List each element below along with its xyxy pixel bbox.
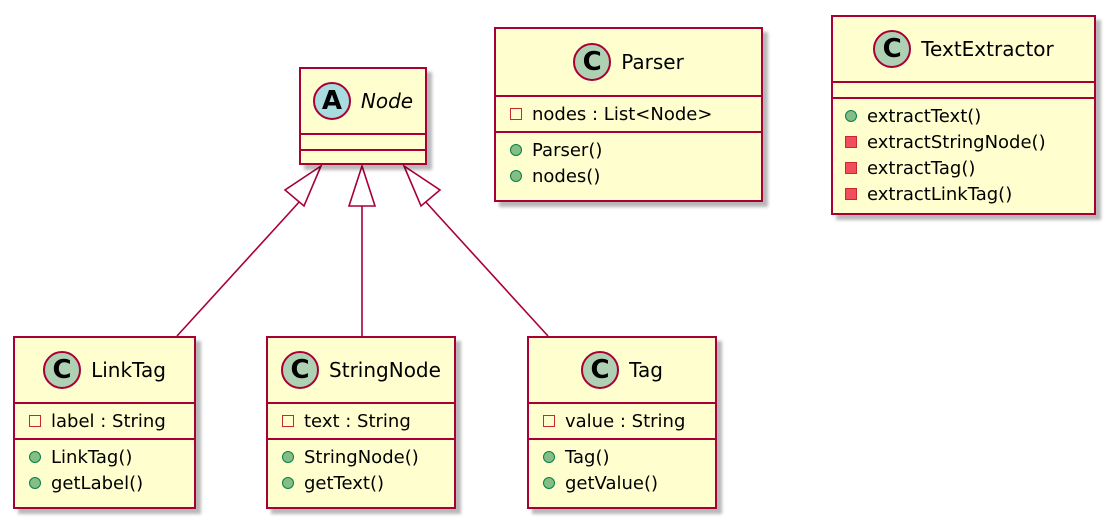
method-text: Parser() [532,139,603,161]
class-icon: C [581,351,620,389]
method-row: LinkTag() [29,444,194,470]
class-header: C LinkTag [15,338,194,402]
private-field-icon [543,415,555,427]
class-header: C Parser [496,29,761,95]
field-row: value : String [543,408,715,434]
class-icon: C [43,351,82,389]
fields-section [833,81,1094,97]
field-row: label : String [29,408,194,434]
field-text: nodes : List<Node> [532,103,713,125]
class-string-node[interactable]: C StringNode text : String StringNode() … [266,336,456,509]
method-text: getLabel() [51,472,144,494]
method-row: extractLinkTag() [845,181,1094,207]
method-text: getText() [304,472,385,494]
class-header: C StringNode [268,338,454,402]
class-text-extractor[interactable]: C TextExtractor extractText() extractStr… [831,15,1096,215]
class-icon: C [573,43,612,81]
methods-section: StringNode() getText() [268,438,454,500]
method-row: nodes() [510,163,761,189]
method-row: Tag() [543,444,715,470]
public-method-icon [845,110,857,122]
private-method-icon [845,136,857,148]
field-text: label : String [51,410,166,432]
public-method-icon [282,451,294,463]
methods-section [301,149,425,165]
field-text: value : String [565,410,686,432]
class-name: TextExtractor [921,37,1054,61]
method-text: extractText() [867,105,982,127]
private-field-icon [29,415,41,427]
fields-section: nodes : List<Node> [496,95,761,131]
method-row: StringNode() [282,444,454,470]
field-row: text : String [282,408,454,434]
public-method-icon [282,477,294,489]
method-row: extractTag() [845,155,1094,181]
private-method-icon [845,188,857,200]
class-link-tag[interactable]: C LinkTag label : String LinkTag() getLa… [13,336,196,509]
field-row: nodes : List<Node> [510,101,761,127]
class-name: StringNode [329,358,441,382]
private-field-icon [282,415,294,427]
class-tag[interactable]: C Tag value : String Tag() getValue() [527,336,717,509]
method-row: extractText() [845,103,1094,129]
field-text: text : String [304,410,411,432]
class-name: Tag [629,358,663,382]
methods-section: extractText() extractStringNode() extrac… [833,97,1094,211]
method-text: getValue() [565,472,659,494]
method-text: extractStringNode() [867,131,1046,153]
method-row: Parser() [510,137,761,163]
method-row: extractStringNode() [845,129,1094,155]
public-method-icon [29,451,41,463]
public-method-icon [29,477,41,489]
method-text: StringNode() [304,446,419,468]
methods-section: Parser() nodes() [496,131,761,193]
edge-linktag-node [176,199,302,337]
class-node[interactable]: A Node [299,67,427,165]
fields-section: label : String [15,402,194,438]
public-method-icon [543,451,555,463]
method-row: getLabel() [29,470,194,496]
class-name: Parser [621,50,684,74]
methods-section: Tag() getValue() [529,438,715,500]
private-field-icon [510,108,522,120]
class-icon: C [281,351,320,389]
public-method-icon [543,477,555,489]
method-text: nodes() [532,165,601,187]
class-header: C Tag [529,338,715,402]
inheritance-arrow-tag [402,163,442,208]
class-name: LinkTag [91,358,166,382]
method-text: LinkTag() [51,446,133,468]
fields-section: text : String [268,402,454,438]
methods-section: LinkTag() getLabel() [15,438,194,500]
method-row: getValue() [543,470,715,496]
public-method-icon [510,144,522,156]
method-text: extractLinkTag() [867,183,1013,205]
method-text: extractTag() [867,157,976,179]
class-header: C TextExtractor [833,17,1094,81]
method-row: getText() [282,470,454,496]
class-header: A Node [301,69,425,133]
fields-section [301,133,425,149]
inheritance-arrow-stringnode [347,163,377,207]
class-parser[interactable]: C Parser nodes : List<Node> Parser() nod… [494,27,763,202]
private-method-icon [845,162,857,174]
public-method-icon [510,170,522,182]
abstract-class-icon: A [312,82,351,120]
inheritance-arrow-linktag [283,163,323,208]
class-name: Node [360,89,414,113]
edge-tag-node [423,199,549,337]
class-icon: C [873,30,912,68]
method-text: Tag() [565,446,610,468]
fields-section: value : String [529,402,715,438]
